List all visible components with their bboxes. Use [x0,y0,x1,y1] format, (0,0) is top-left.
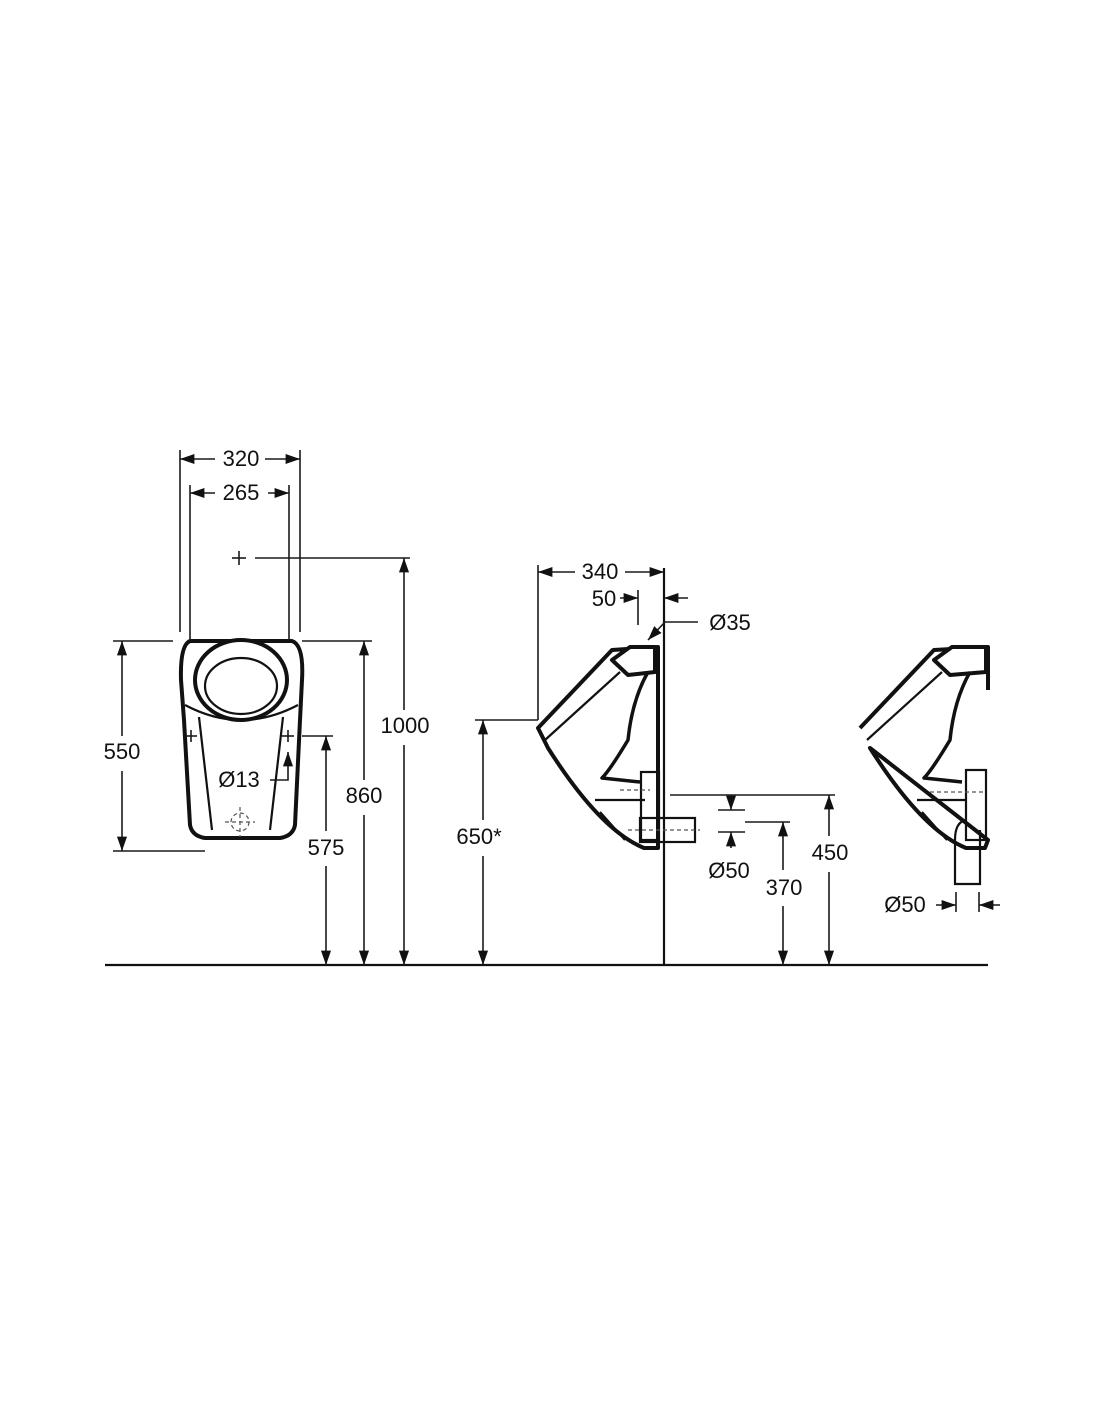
urinal-side-bowl [600,671,650,784]
urinal-side-inlet [610,645,657,677]
urinal-side-body [536,645,660,850]
side-view: 340 50 Ø35 650* Ø50 370 450 [456,559,848,965]
dim-trap-height-450: 450 [812,840,849,865]
dim-hole-diameter: Ø13 [218,767,260,792]
dim-height-1000: 1000 [381,713,430,738]
front-view: 320 265 1000 860 550 575 Ø13 [104,446,430,965]
urinal-front-bowl [203,656,279,716]
dim-inlet-diameter: Ø35 [709,610,751,635]
urinal-side-trap [595,798,645,841]
crosshair-icon [185,551,294,742]
dim-width-holes: 265 [223,480,260,505]
dim-width-outer: 320 [223,446,260,471]
urinal-front-contour-right [268,716,285,831]
dim-height-575: 575 [308,835,345,860]
urinal-side-inlet-2 [932,645,988,677]
drain-crosshair-icon [225,807,255,837]
dim-inlet-offset-50: 50 [592,586,616,611]
dim-outlet-height-370: 370 [766,875,803,900]
outlet-connector-2 [964,768,988,842]
dim-outlet-diameter: Ø50 [708,858,750,883]
dim-vertical-outlet-diameter: Ø50 [884,892,926,917]
outlet-connector [639,770,661,842]
vertical-outlet-pipe [953,818,982,886]
urinal-side-rim-line-2 [866,671,943,741]
dim-body-height-550: 550 [104,739,141,764]
dim-rim-height-650: 650* [456,824,502,849]
urinal-side-trap-2 [917,798,967,841]
urinal-side-bowl-2 [922,671,972,784]
dim-depth-340: 340 [582,559,619,584]
urinal-front-rim [193,638,289,722]
urinal-side-rim-line [544,671,621,741]
urinal-front-contour-left [197,716,214,831]
dim-height-860: 860 [346,783,383,808]
side-view-vertical-outlet: Ø50 [858,645,1000,917]
urinal-front-rim-edge [184,704,299,722]
